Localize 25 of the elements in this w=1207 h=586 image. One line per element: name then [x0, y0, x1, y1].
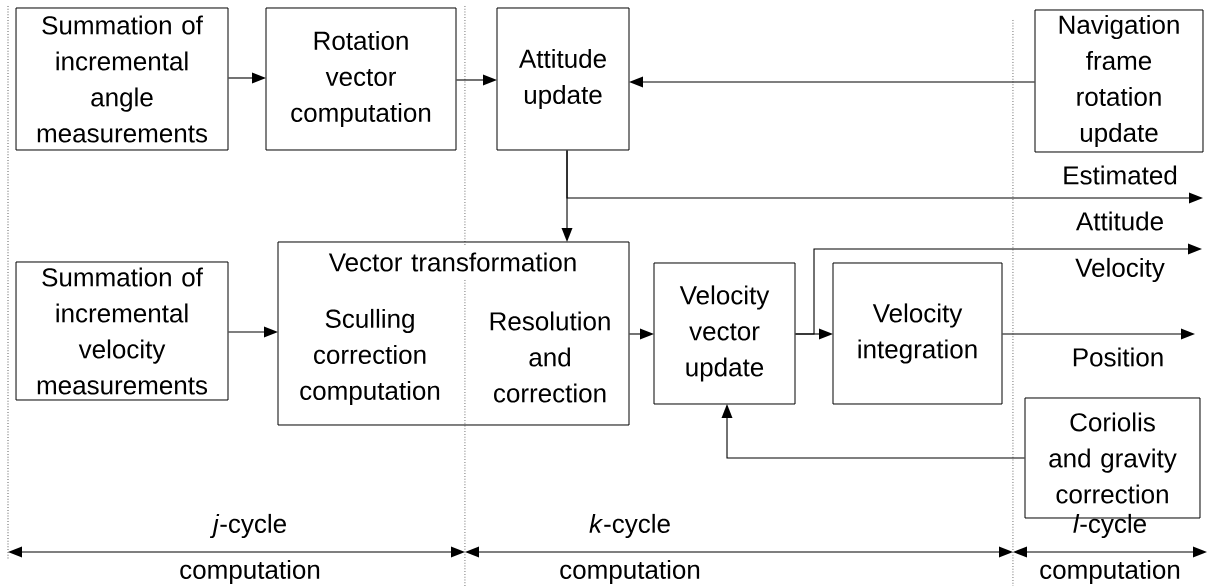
arrow	[721, 404, 1026, 459]
arrow	[566, 149, 1203, 204]
process-box: Vector transformation Sculling correction computation Resolution and correction	[277, 241, 630, 426]
output-label: Estimated Attitude	[1064, 165, 1177, 231]
dimension-label: j-cycle	[210, 513, 286, 539]
output-label: Velocity	[1075, 257, 1165, 283]
dimension-label: computation	[560, 559, 700, 585]
process-box: Navigation frame rotation update	[1034, 9, 1204, 153]
arrow	[1001, 328, 1195, 340]
arrow	[628, 328, 654, 340]
process-box: Velocity integration	[832, 262, 1003, 405]
process-box: Rotation vector computation	[265, 7, 457, 151]
output-label: Position	[1073, 347, 1163, 367]
arrow	[227, 326, 278, 338]
process-box: Velocity vector update	[653, 262, 796, 405]
arrow	[629, 76, 1036, 88]
dimension-label: k-cycle	[589, 513, 670, 539]
process-box: Summation of incremental angle measurements	[15, 7, 229, 151]
process-box: Attitude update	[496, 7, 630, 151]
arrow	[455, 74, 497, 86]
dimension-label: computation	[1040, 559, 1180, 585]
dimension-label: computation	[180, 559, 320, 585]
process-box: Summation of incremental velocity measurements	[15, 261, 229, 401]
arrow	[227, 72, 266, 84]
arrow	[794, 243, 1202, 335]
